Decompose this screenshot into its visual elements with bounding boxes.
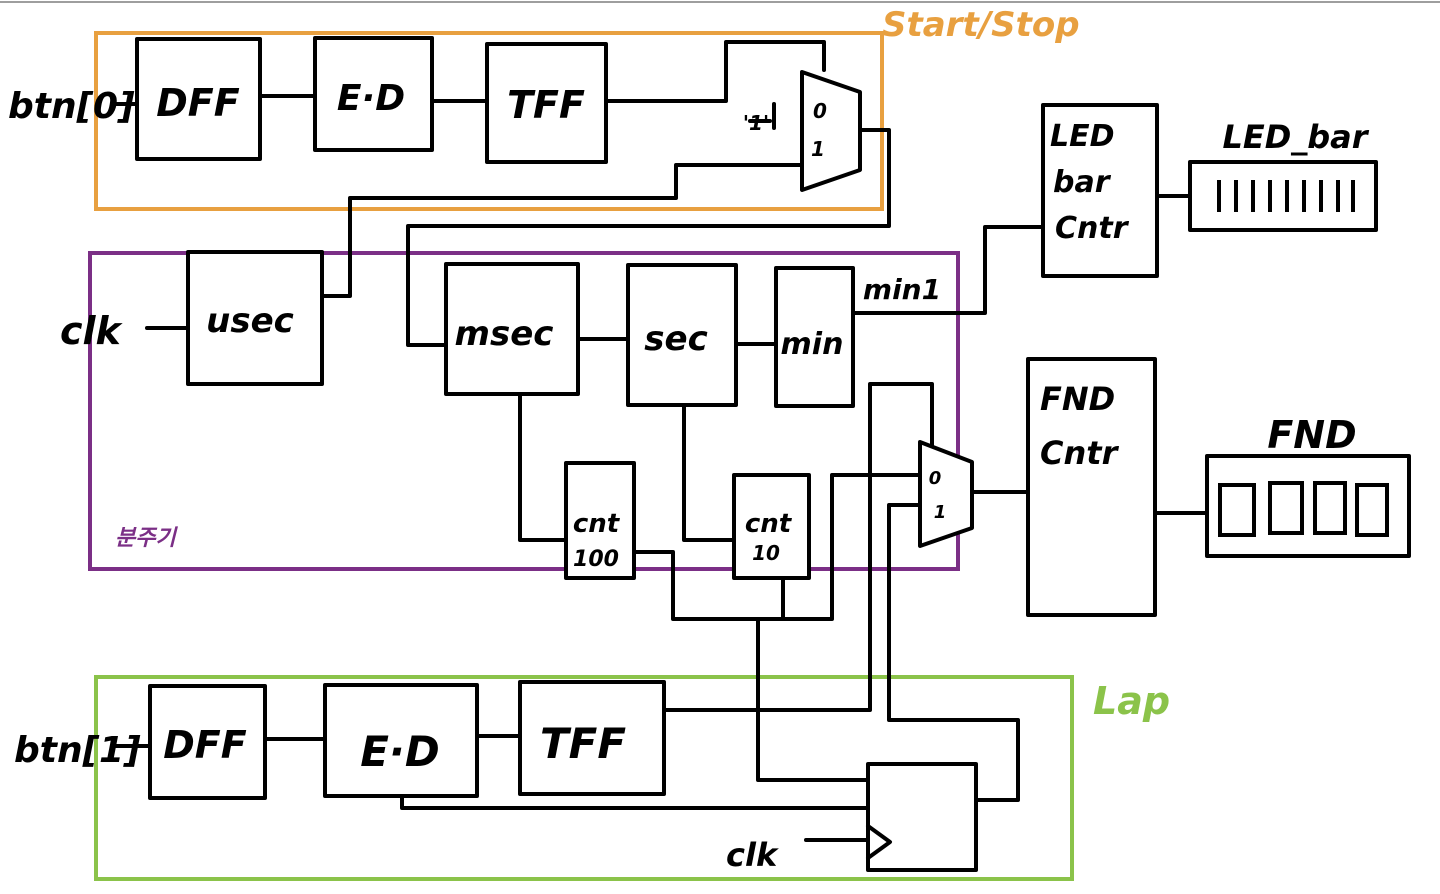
tff-block-bottom	[518, 680, 666, 796]
start-stop-mux-in1: 1	[811, 137, 825, 161]
btn0-input-label: btn[0]	[8, 86, 135, 127]
start-stop-mux	[800, 70, 862, 192]
wire-cnt100-mux	[632, 473, 922, 621]
lap-register-clock-triangle	[866, 824, 892, 860]
wire-lapreg-mux	[887, 503, 1020, 802]
usec-block	[186, 250, 324, 386]
min-label: min	[781, 327, 844, 362]
min1-signal-label: min1	[863, 273, 941, 306]
fnd-digit	[1355, 483, 1389, 537]
cnt100-block	[564, 461, 636, 580]
lap-mux	[918, 440, 974, 548]
dff-block-bottom	[148, 684, 267, 800]
divider-label: 분주기	[115, 526, 178, 551]
tff-label-bottom: TFF	[540, 719, 626, 768]
start-stop-mux-in0: 0	[813, 99, 827, 123]
fnd-digit	[1313, 481, 1347, 535]
edge-detector-block-top	[313, 36, 434, 152]
cnt10-label-top: cnt	[745, 509, 793, 539]
lap-label: Lap	[1093, 679, 1170, 723]
fnd-digit	[1268, 481, 1304, 535]
cnt10-label-bottom: 10	[752, 541, 780, 565]
wire-msec-cnt100	[518, 393, 568, 542]
wire-cnt-lapreg	[756, 617, 870, 782]
wire-sec-cnt10	[682, 403, 736, 542]
wire-tff-mux-top	[604, 40, 826, 103]
led-bar-cntr-label-1: LED	[1050, 119, 1115, 154]
led-bar-segments	[1217, 180, 1355, 212]
lap-register-block	[866, 762, 978, 872]
wire-mux-msec	[406, 128, 891, 347]
clk-input-label-top: clk	[60, 309, 124, 353]
dff-label-top: DFF	[156, 81, 240, 125]
led-bar-cntr-label-3: Cntr	[1055, 211, 1130, 246]
edge-detector-block-bottom	[323, 683, 479, 798]
cnt100-label-bottom: 100	[573, 547, 619, 572]
start-stop-label: Start/Stop	[882, 5, 1080, 45]
edge-detector-label-top: E·D	[337, 78, 405, 119]
cnt10-block	[732, 473, 811, 580]
fnd-output-label: FND	[1267, 413, 1356, 457]
fnd-output	[1205, 454, 1411, 558]
const-one-label: '1'	[743, 111, 769, 135]
btn1-input-label: btn[1]	[14, 730, 141, 771]
usec-label: usec	[206, 301, 294, 341]
divider-frame	[88, 251, 960, 571]
led-bar-cntr-label-2: bar	[1053, 165, 1112, 200]
tff-block-top	[485, 42, 608, 164]
led-bar-output	[1188, 160, 1378, 232]
wire-ed-lapreg-en	[400, 794, 870, 810]
fnd-cntr-label-1: FND	[1040, 380, 1115, 418]
sec-label: sec	[644, 319, 707, 359]
tff-label-top: TFF	[507, 83, 585, 127]
wire-min1-led	[851, 225, 1045, 315]
fnd-cntr-label-2: Cntr	[1040, 434, 1120, 472]
led-bar-cntr-block	[1041, 103, 1159, 278]
msec-label: msec	[455, 314, 554, 354]
fnd-digit	[1218, 483, 1256, 537]
wire-lap-tff-sel	[662, 382, 934, 712]
sec-block	[626, 263, 738, 407]
lap-frame	[94, 675, 1074, 881]
msec-block	[444, 262, 580, 396]
start-stop-frame	[94, 31, 884, 211]
edge-detector-label-bottom: E·D	[360, 727, 440, 776]
wire-usec-mux	[320, 163, 804, 298]
fnd-cntr-block	[1026, 357, 1157, 617]
fnd-digits	[1218, 481, 1389, 537]
clk-input-label-bottom: clk	[726, 836, 779, 874]
lap-mux-in1: 1	[934, 502, 947, 523]
cnt100-label-top: cnt	[573, 509, 621, 539]
led-bar-output-label: LED_bar	[1222, 118, 1369, 156]
wires	[114, 40, 1209, 842]
dff-label-bottom: DFF	[163, 723, 247, 767]
lap-mux-in0: 0	[929, 468, 942, 489]
min-block	[774, 266, 855, 408]
dff-block-top	[135, 37, 262, 161]
